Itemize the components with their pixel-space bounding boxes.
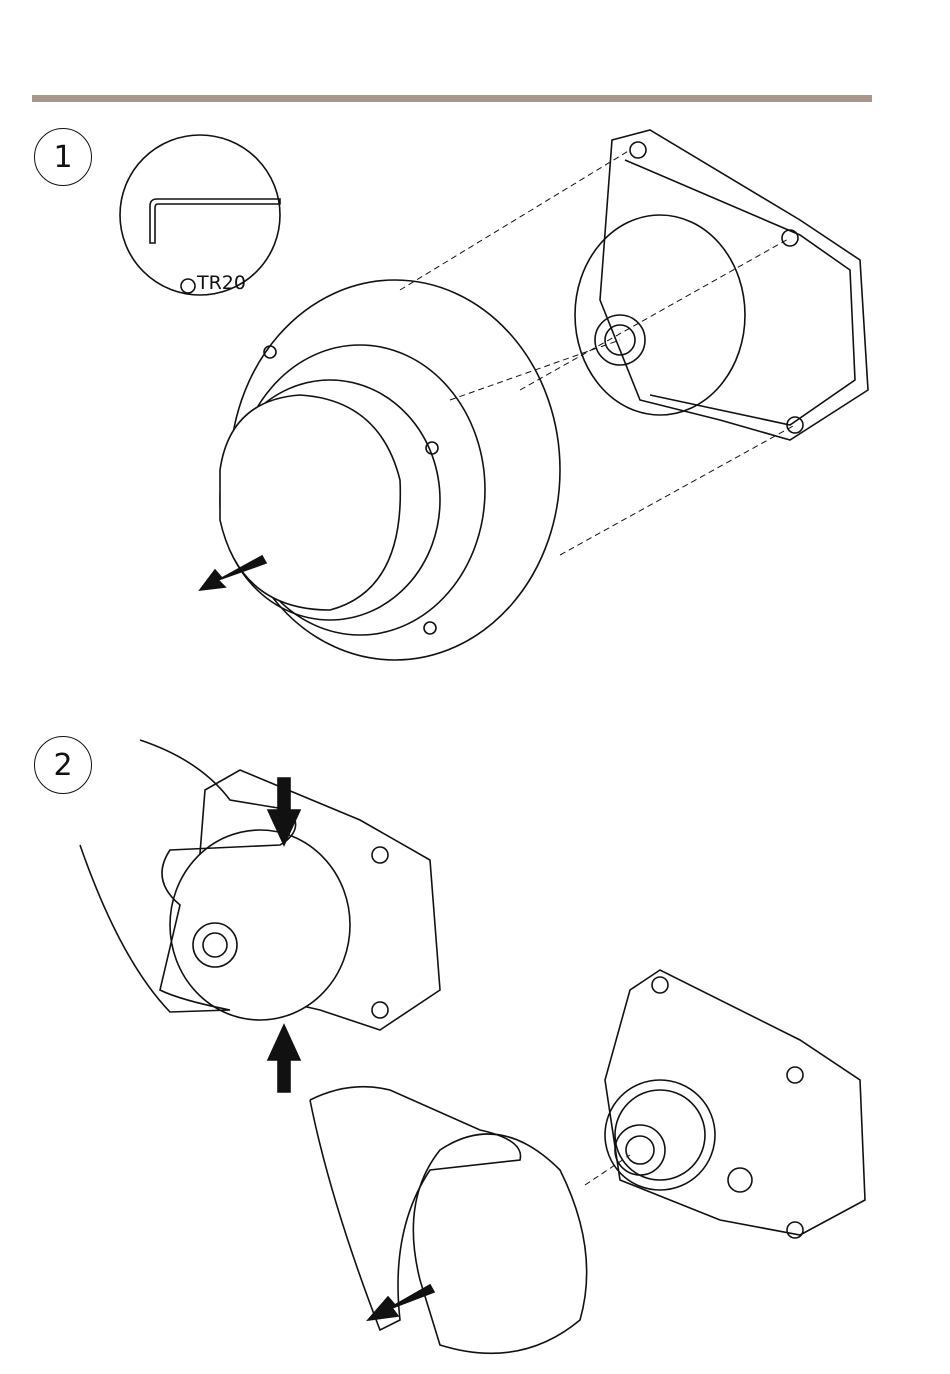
arrow-up xyxy=(266,1023,302,1093)
camera-housing-step1 xyxy=(574,129,869,441)
step-1-badge: 1 xyxy=(34,128,92,186)
arrow-remove-cover xyxy=(366,1283,436,1322)
arrow-down xyxy=(266,777,302,847)
hand-step2a xyxy=(79,739,297,1013)
torx-icon xyxy=(180,278,196,294)
dome-cover-step1 xyxy=(219,279,561,661)
arrow-remove-dome xyxy=(198,554,268,592)
torx-key-callout xyxy=(119,134,281,296)
dome-cover-hand-step2b xyxy=(309,1085,588,1355)
header-rule xyxy=(32,95,872,102)
camera-housing-step2a xyxy=(169,769,441,1031)
camera-housing-step2b xyxy=(604,969,866,1239)
step-2-badge: 2 xyxy=(34,736,92,794)
torx-size-label: TR20 xyxy=(197,272,246,294)
